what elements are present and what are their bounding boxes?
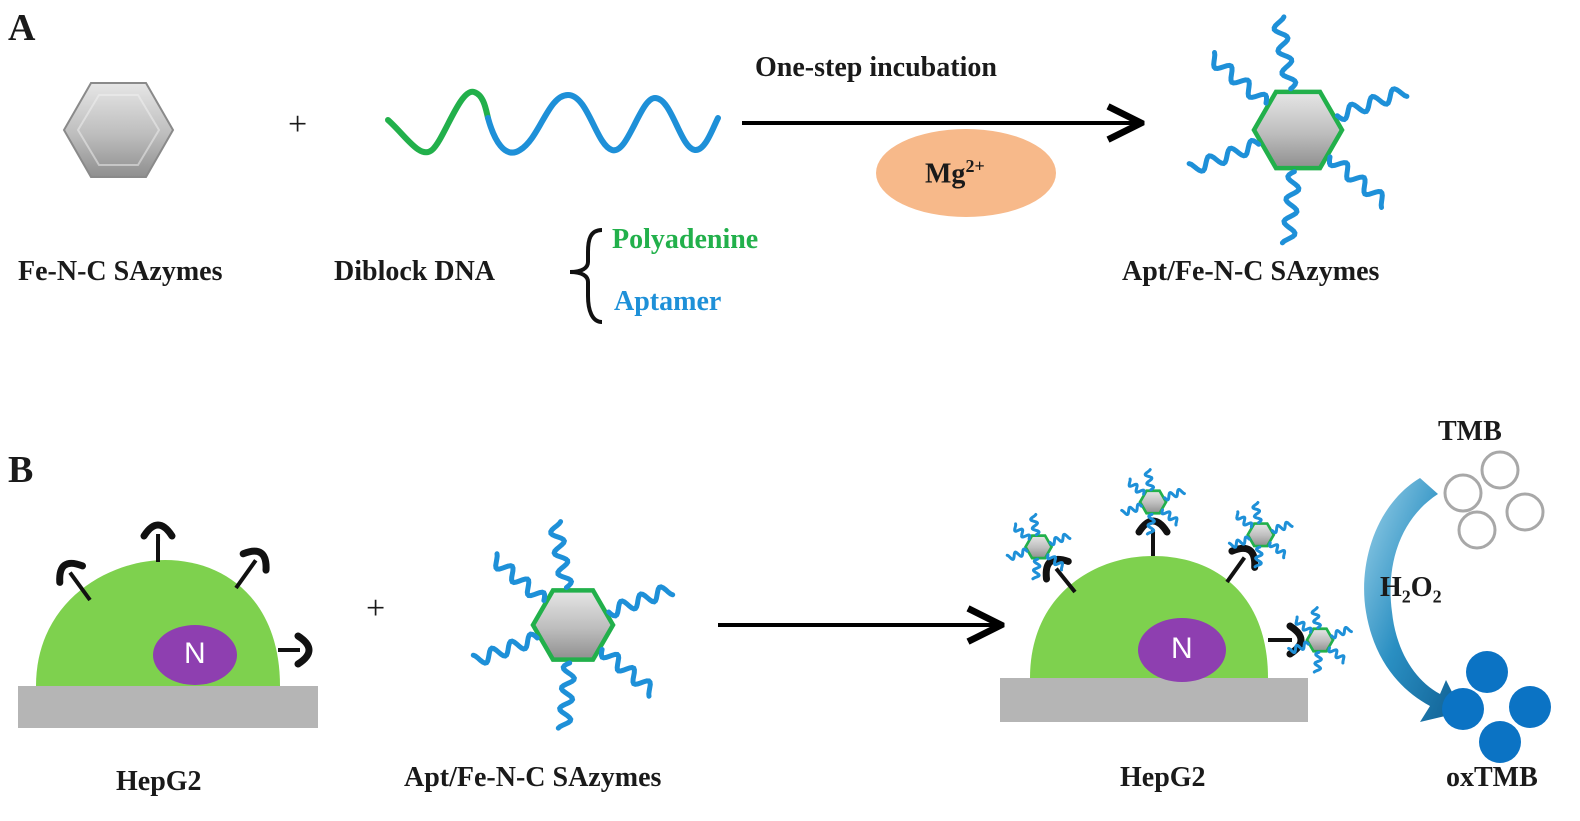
bound-aptamer-arm <box>1329 648 1344 663</box>
plus-sign-b: + <box>366 590 385 628</box>
probe-aptamer-arm <box>473 634 537 663</box>
receptor-stem <box>236 560 256 588</box>
bound-aptamer-arm <box>1332 628 1352 638</box>
hepg2-cell-left <box>18 560 318 728</box>
apt-sazyme-product <box>1189 17 1407 243</box>
sazyme-hexagon <box>64 83 173 177</box>
bound-aptamer-arm <box>1122 504 1142 514</box>
bound-aptamer-arm <box>1015 524 1030 539</box>
probe-aptamer-arm <box>609 587 673 616</box>
plus-sign-a: + <box>288 106 307 144</box>
dna-brace <box>570 230 602 322</box>
bound-sazyme <box>1229 503 1292 567</box>
aptamer-segment <box>488 95 718 153</box>
bound-aptamer-arm <box>1165 490 1185 500</box>
bound-aptamer-arm <box>1050 534 1070 544</box>
probe-aptamer-arm <box>551 522 572 588</box>
product-aptamer-arm <box>1274 17 1296 89</box>
bound-aptamer-arm <box>1272 522 1292 532</box>
probe-label: Apt/Fe-N-C SAzymes <box>404 762 661 794</box>
product-aptamer-arm <box>1282 172 1298 243</box>
product-label: Apt/Fe-N-C SAzymes <box>1122 256 1379 288</box>
polyadenine-segment <box>388 92 488 153</box>
hepg2-label-left: HepG2 <box>116 766 202 798</box>
hepg2-label-right: HepG2 <box>1120 762 1206 794</box>
bound-aptamer-arm <box>1312 608 1320 628</box>
product-aptamer-arm <box>1337 89 1407 120</box>
bound-aptamer-arm <box>1162 510 1177 525</box>
bound-sazyme <box>1007 515 1070 579</box>
oxtmb-molecules <box>1442 651 1551 763</box>
aptamer-label: Aptamer <box>614 286 721 318</box>
nucleus-letter-right: N <box>1171 632 1193 666</box>
product-aptamer-arm <box>1214 53 1267 104</box>
mg-ion-label: Mg2+ <box>925 156 985 190</box>
bound-aptamer-arm <box>1253 503 1261 523</box>
bound-aptamer-arm <box>1314 652 1321 672</box>
probe-aptamer-arm <box>601 649 650 696</box>
oxtmb-label: oxTMB <box>1446 762 1538 794</box>
tmb-molecules <box>1445 452 1543 548</box>
panel-label-b: B <box>8 448 33 492</box>
product-aptamer-arm <box>1330 157 1383 208</box>
panel-label-a: A <box>8 6 35 50</box>
h2o2-label: H2O2 <box>1380 572 1442 608</box>
apt-sazyme-probe <box>473 522 672 729</box>
nucleus-letter-left: N <box>184 637 206 671</box>
probe-aptamer-arm <box>496 554 545 601</box>
polyadenine-label: Polyadenine <box>612 224 758 256</box>
receptor-stem <box>1227 558 1244 582</box>
receptor-stem <box>1056 569 1075 592</box>
probe-aptamer-arm <box>558 663 574 728</box>
bound-aptamer-arm <box>1129 479 1144 494</box>
bound-aptamer-arm <box>1033 559 1040 579</box>
bound-aptamer-arm <box>1147 514 1154 534</box>
bound-aptamer-arm <box>1145 470 1153 490</box>
tmb-label: TMB <box>1438 416 1502 448</box>
product-aptamer-arm <box>1189 141 1259 172</box>
bound-aptamer-arm <box>1270 543 1285 558</box>
sazyme-label: Fe-N-C SAzymes <box>18 256 223 288</box>
bound-aptamer-arm <box>1237 512 1252 527</box>
diblock-dna-label: Diblock DNA <box>334 256 495 288</box>
bound-aptamer-arm <box>1007 549 1027 559</box>
bound-aptamer-arm <box>1031 515 1039 535</box>
incubation-label: One-step incubation <box>755 52 997 84</box>
